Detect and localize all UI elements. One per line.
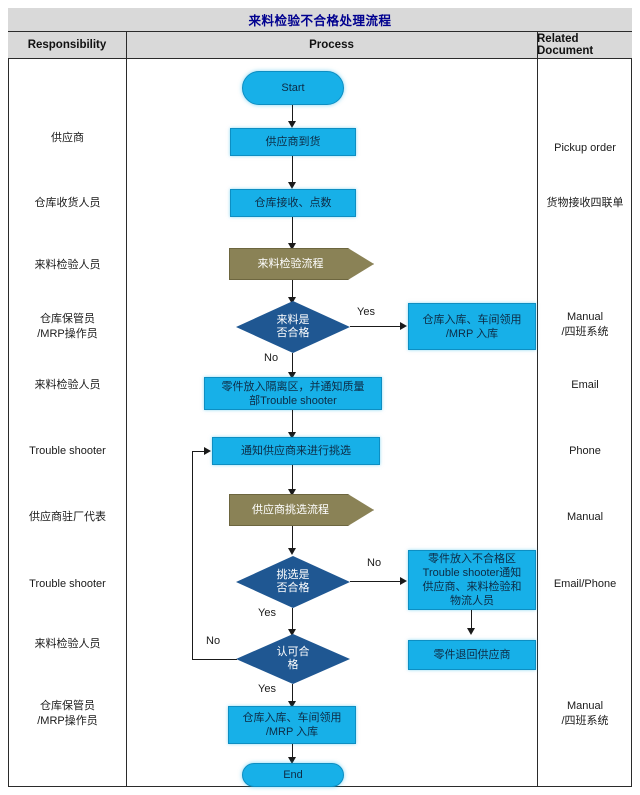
connector-decision3-no-horizontal: [192, 659, 237, 661]
page-title: 来料检验不合格处理流程: [248, 14, 392, 28]
document-pickup-order: Pickup order: [554, 142, 616, 154]
document-email-phone: Email/Phone: [553, 578, 617, 590]
responsibility-warehouse-receiver: 仓库收货人员: [34, 197, 101, 209]
arrowhead-feedback-loop: [204, 447, 211, 455]
node-end[interactable]: End: [242, 763, 344, 787]
node-start[interactable]: Start: [242, 71, 344, 105]
decision-label-1: 来料是 否合格: [276, 314, 310, 339]
arrowhead-to-return: [467, 628, 475, 635]
connector-sortflow-to-decision2: [292, 526, 294, 552]
responsibility-incoming-inspector-1: 来料检验人员: [34, 259, 101, 271]
connector-feedback-vertical: [192, 451, 194, 660]
connector-inspect-to-decision1: [292, 280, 294, 301]
connector-quarantine-to-notify: [292, 410, 294, 436]
node-notify-supplier-sort[interactable]: 通知供应商来进行挑选: [212, 437, 380, 465]
column-header-related-document: Related Document: [537, 33, 594, 57]
arrowhead-to-notify: [288, 432, 296, 439]
responsibility-warehouse-keeper-2: 仓库保管员 /MRP操作员: [37, 700, 98, 727]
column-header-row: Responsibility Process Related Document: [8, 32, 632, 59]
arrowhead-to-inspect: [288, 243, 296, 250]
node-return-to-supplier[interactable]: 零件退回供应商: [408, 640, 536, 670]
node-supplier-sort-flow[interactable]: 供应商挑选流程: [229, 494, 374, 526]
decision-label-3: 认可合 格: [276, 646, 310, 671]
arrowhead-to-end: [288, 757, 296, 764]
node-decision-sort-qualified[interactable]: 挑选是 否合格: [236, 556, 350, 608]
arrowhead-to-decision2: [288, 548, 296, 555]
connector-feedback-to-notify: [192, 451, 206, 453]
connector-arrival-to-receive: [292, 156, 294, 184]
node-decision-accept[interactable]: 认可合 格: [236, 634, 350, 684]
responsibility-supplier-rep: 供应商驻厂代表: [29, 511, 106, 523]
connector-stockin-to-end: [292, 744, 294, 761]
arrowhead-to-decision1: [288, 297, 296, 304]
arrowhead-decision2-no: [400, 577, 407, 585]
document-phone: Phone: [569, 445, 601, 457]
document-goods-receipt: 货物接收四联单: [546, 197, 624, 209]
arrowhead-decision3-yes: [288, 701, 296, 708]
column-header-process: Process: [309, 39, 354, 51]
node-incoming-inspection-flow[interactable]: 来料检验流程: [229, 248, 374, 280]
node-stock-in-qualified[interactable]: 仓库入库、车间领用 /MRP 入库: [408, 303, 536, 350]
document-email: Email: [571, 379, 599, 391]
node-warehouse-receive[interactable]: 仓库接收、点数: [230, 189, 356, 217]
connector-decision2-yes: [292, 608, 294, 633]
branch-label-yes-2: Yes: [258, 607, 276, 619]
arrowhead-decision2-yes: [288, 629, 296, 636]
responsibility-warehouse-keeper-1: 仓库保管员 /MRP操作员: [37, 313, 98, 340]
responsibility-incoming-inspector-2: 来料检验人员: [34, 379, 101, 391]
connector-decision1-no: [292, 353, 294, 376]
column-header-responsibility: Responsibility: [27, 39, 107, 51]
responsibility-trouble-shooter-1: Trouble shooter: [29, 445, 106, 457]
arrowhead-to-receive: [288, 182, 296, 189]
column-divider-right: [537, 32, 538, 787]
node-quarantine-parts[interactable]: 零件放入隔离区，并通知质量 部Trouble shooter: [204, 377, 382, 410]
document-manual-system-1: Manual /四班系统: [561, 311, 609, 338]
arrowhead-to-sortflow: [288, 489, 296, 496]
branch-label-yes-1: Yes: [357, 306, 375, 318]
connector-decision3-yes: [292, 684, 294, 705]
arrowhead-to-arrival: [288, 121, 296, 128]
node-stock-in-final[interactable]: 仓库入库、车间领用 /MRP 入库: [228, 706, 356, 744]
branch-label-no-3: No: [206, 635, 221, 647]
connector-notify-to-sortflow: [292, 465, 294, 492]
arrowhead-decision1-no: [288, 372, 296, 379]
document-manual: Manual: [566, 511, 604, 523]
document-manual-system-2: Manual /四班系统: [561, 700, 609, 727]
connector-decision2-no: [350, 581, 402, 583]
branch-label-yes-3: Yes: [258, 683, 276, 695]
column-divider-left: [126, 32, 127, 787]
branch-label-no-2: No: [367, 557, 382, 569]
responsibility-supplier: 供应商: [51, 132, 84, 144]
responsibility-trouble-shooter-2: Trouble shooter: [29, 578, 106, 590]
node-decision-incoming-qualified[interactable]: 来料是 否合格: [236, 301, 350, 353]
node-reject-area[interactable]: 零件放入不合格区 Trouble shooter通知 供应商、来料检验和 物流人…: [408, 550, 536, 610]
connector-decision1-yes: [350, 326, 402, 328]
connector-reject-to-return: [471, 610, 473, 632]
connector-start-to-arrival: [292, 105, 294, 123]
branch-label-no-1: No: [264, 352, 279, 364]
node-supplier-arrival[interactable]: 供应商到货: [230, 128, 356, 156]
decision-label-2: 挑选是 否合格: [276, 569, 310, 594]
chart-title-bar: 来料检验不合格处理流程: [8, 8, 632, 32]
responsibility-incoming-inspector-3: 来料检验人员: [34, 638, 101, 650]
connector-receive-to-inspect: [292, 217, 294, 246]
arrowhead-decision1-yes: [400, 322, 407, 330]
